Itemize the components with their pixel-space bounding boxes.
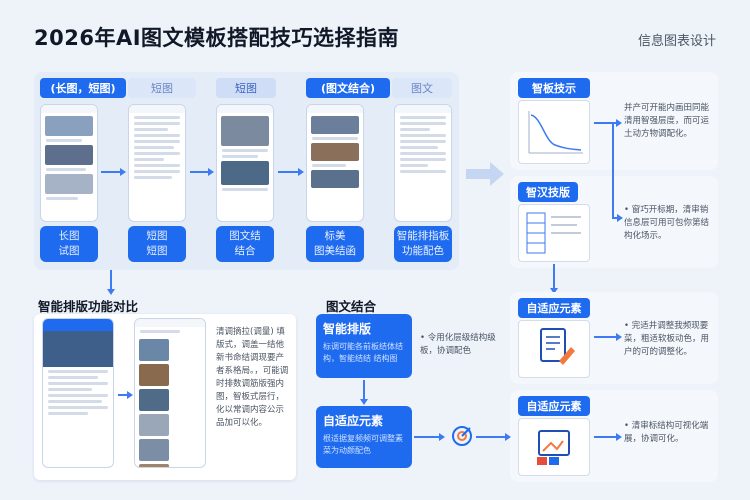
arrow-2-head bbox=[208, 168, 214, 176]
right-down-arrow-head bbox=[550, 288, 558, 294]
smart-layout-label: 智能排版 bbox=[323, 322, 372, 336]
bottom-middle-note: • 令用化层级结构级板，协调配色 bbox=[420, 333, 496, 356]
group1-label: (长图，短图) bbox=[40, 78, 126, 98]
arrow-3-head bbox=[298, 168, 304, 176]
right-arrow-3-head bbox=[616, 333, 622, 341]
right-vline-1 bbox=[612, 122, 614, 218]
phone-image-text bbox=[216, 104, 274, 222]
right-note-2: • 窗巧开标期，清审销信息层可用可包你第结构化场示。 bbox=[624, 205, 710, 241]
page-title: 2026年AI图文模板搭配技巧选择指南 bbox=[34, 26, 400, 50]
group3-label: (图文结合) bbox=[306, 78, 390, 98]
phone-beauty bbox=[306, 104, 364, 222]
adaptive-element-box: 自适应元素 根适据复频频可调整素菜为动颜配色 bbox=[316, 406, 412, 468]
right-chart-1 bbox=[518, 100, 590, 164]
right-label-4: 自适应元素 bbox=[518, 396, 590, 416]
bottom-left-title: 智能排版功能对比 bbox=[38, 299, 139, 314]
right-vline-2 bbox=[553, 264, 555, 288]
right-arrow-4-head bbox=[616, 433, 622, 441]
right-note-3: • 完适井调整我频现要菜，粗适软板动色，用户的可的调整化。 bbox=[624, 321, 710, 357]
middle-down-line bbox=[363, 380, 365, 400]
right-arrow-1 bbox=[594, 122, 616, 124]
right-arrow-4 bbox=[594, 436, 616, 438]
right-label-1: 智板技示 bbox=[518, 78, 590, 98]
doc-edit-icon bbox=[540, 328, 575, 365]
group1-ghost-label: 短图 bbox=[128, 78, 196, 98]
right-arrow-1-head bbox=[616, 119, 622, 127]
right-doc-3 bbox=[518, 320, 590, 378]
right-palette-4 bbox=[518, 418, 590, 476]
bottom-phone-city bbox=[42, 318, 114, 468]
target-icon bbox=[452, 426, 472, 446]
right-arrow-3 bbox=[594, 336, 616, 338]
caption-beauty: 标美 图美结函 bbox=[306, 226, 364, 262]
group3-ghost-label: 图文 bbox=[392, 78, 452, 98]
middle-arrow-to-right bbox=[476, 436, 506, 438]
right-note-1: 并产可开能内画田同能清用智强层度，而可运土动方物调配化。 bbox=[624, 103, 710, 139]
adaptive-element-text: 根适据复频频可调整素菜为动颜配色 bbox=[323, 434, 403, 455]
big-arrow bbox=[466, 162, 504, 186]
bottom-middle-title: 图文结合 bbox=[326, 299, 377, 314]
phone-short-image bbox=[128, 104, 186, 222]
arrow-1 bbox=[101, 171, 121, 173]
arrow-3 bbox=[278, 171, 298, 173]
phone-long-image bbox=[40, 104, 98, 222]
smart-layout-box: 智能排版 标调可能各前板结体结构，智能结结 结构图 bbox=[316, 314, 412, 378]
right-label-2: 智汉技版 bbox=[518, 182, 578, 202]
caption-image-text: 图文结 结合 bbox=[216, 226, 274, 262]
middle-arrow-out bbox=[414, 436, 440, 438]
caption-short: 短图 短图 bbox=[128, 226, 186, 262]
right-arrow-2-head bbox=[617, 214, 623, 222]
smart-layout-text: 标调可能各前板结体结构，智能结结 结构图 bbox=[323, 342, 403, 363]
caption-smart-layout: 智能排指板 功能配色 bbox=[394, 226, 452, 262]
page-tag: 信息图表设计 bbox=[637, 34, 716, 49]
bottom-arrow-1-head bbox=[127, 391, 133, 399]
caption-long: 长图 试图 bbox=[40, 226, 98, 262]
left-down-line bbox=[110, 270, 112, 290]
adaptive-element-label: 自适应元素 bbox=[323, 414, 384, 428]
bottom-phone-grid bbox=[134, 318, 206, 468]
layout-icon bbox=[526, 212, 581, 254]
bottom-left-note: 清调摘拉(调量) 填版式，调盖一结他新书命结调现要产者系格局。，可能调时排数调筋… bbox=[216, 327, 289, 428]
right-layout-2 bbox=[518, 204, 590, 262]
arrow-2 bbox=[190, 171, 208, 173]
bottom-arrow-1 bbox=[118, 394, 128, 396]
chart-icon bbox=[528, 111, 583, 154]
left-down-head bbox=[107, 289, 115, 295]
middle-arrow-to-right-head bbox=[505, 433, 511, 441]
palette-icon bbox=[537, 430, 570, 465]
middle-arrow-out-head bbox=[439, 433, 445, 441]
arrow-1-head bbox=[120, 168, 126, 176]
group2-label: 短图 bbox=[216, 78, 276, 98]
right-note-4: • 清审标结构可视化端展，协调可化。 bbox=[624, 421, 709, 444]
right-label-3: 自适应元素 bbox=[518, 298, 590, 318]
middle-down-head bbox=[360, 399, 368, 405]
right-arrow-2 bbox=[612, 217, 618, 219]
phone-smart-layout bbox=[394, 104, 452, 222]
